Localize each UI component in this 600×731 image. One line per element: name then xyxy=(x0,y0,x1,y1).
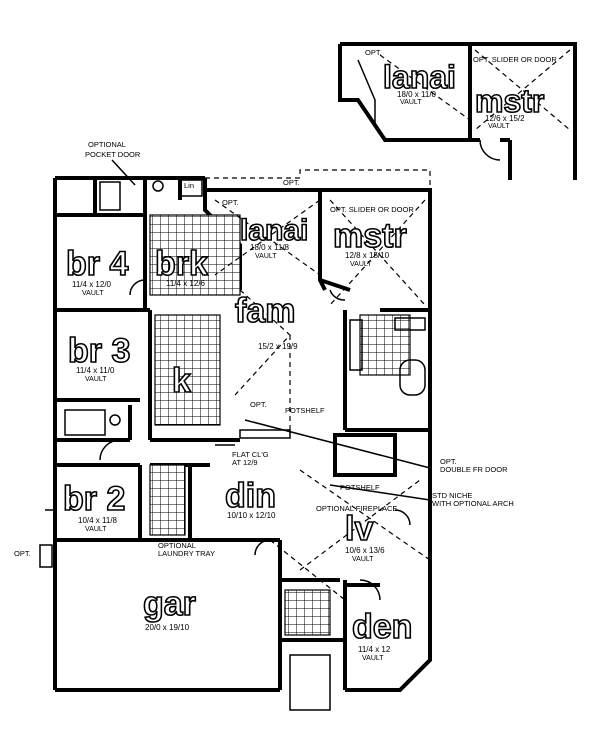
br3-vault: VAULT xyxy=(85,376,107,383)
gar-dim: 20/0 x 19/10 xyxy=(145,623,190,632)
br2-dim: 10/4 x 11/8 xyxy=(78,516,118,525)
potshelf-note-1: POTSHELF xyxy=(285,406,325,415)
br2-label: br 2 xyxy=(63,480,125,518)
niche-note-1: STD NICHE xyxy=(432,491,472,500)
gar-label: gar xyxy=(143,585,196,623)
mstr-label: mstr xyxy=(333,217,407,255)
fam-dim: 15/2 x 19/9 xyxy=(258,342,298,351)
double-door-note-1: OPT. xyxy=(440,457,457,466)
inset-mstr-vault: VAULT xyxy=(488,123,510,130)
opt-top-note: OPT. xyxy=(283,178,300,187)
fireplace-note: OPTIONAL FIREPLACE xyxy=(316,504,397,513)
inset-plan xyxy=(338,42,577,180)
br2-vault: VAULT xyxy=(85,526,107,533)
inset-lanai-dim: 18/0 x 11/0 xyxy=(397,90,437,99)
fam-label: fam xyxy=(235,292,295,330)
inset-lanai-vault: VAULT xyxy=(400,99,422,106)
den-label: den xyxy=(352,608,412,646)
potshelf-note-2: POTSHELF xyxy=(340,483,380,492)
flat-ceiling-note-2: AT 12/9 xyxy=(232,458,258,467)
lv-vault: VAULT xyxy=(352,556,374,563)
din-label: din xyxy=(225,477,276,515)
lanai-vault: VAULT xyxy=(255,253,277,260)
mstr-vault: VAULT xyxy=(350,261,372,268)
k-label: k xyxy=(172,362,191,400)
opt-garage-note: OPT. xyxy=(14,549,31,558)
pocket-door-note-2: POCKET DOOR xyxy=(85,150,141,159)
brk-label: brk xyxy=(155,245,208,283)
den-dim: 11/4 x 12 xyxy=(358,645,391,654)
linen-note: Lin xyxy=(184,181,194,190)
pocket-door-note-1: OPTIONAL xyxy=(88,140,126,149)
opt-lanai-note: OPT. xyxy=(222,198,239,207)
slider-note: OPT. SLIDER OR DOOR xyxy=(330,205,414,214)
inset-mstr-dim: 12/6 x 15/2 xyxy=(485,114,525,123)
doors-fixtures xyxy=(39,179,431,711)
den-vault: VAULT xyxy=(362,655,384,662)
brk-dim: 11/4 x 12/6 xyxy=(166,279,206,288)
flat-ceiling-note-1: FLAT CL'G xyxy=(232,450,269,459)
inset-opt-note: OPT. xyxy=(365,48,382,57)
lv-label: lv xyxy=(345,510,373,548)
laundry-note-2: LAUNDRY TRAY xyxy=(158,549,215,558)
double-door-note-2: DOUBLE FR DOOR xyxy=(440,465,508,474)
lv-dim: 10/6 x 13/6 xyxy=(345,546,385,555)
mstr-dim: 12/8 x 15/10 xyxy=(345,251,390,260)
lanai-label: lanai xyxy=(240,214,308,247)
br4-vault: VAULT xyxy=(82,290,104,297)
overhead-lines xyxy=(205,169,431,601)
inset-slider-note: OPT. SLIDER OR DOOR xyxy=(473,55,557,64)
br3-label: br 3 xyxy=(68,332,130,370)
inset-mstr-label: mstr xyxy=(475,83,544,119)
din-dim: 10/10 x 12/10 xyxy=(227,511,276,520)
br4-label: br 4 xyxy=(66,245,128,283)
laundry-note-1: OPTIONAL xyxy=(158,541,196,550)
lanai-dim: 18/0 x 11/8 xyxy=(250,243,290,252)
niche-note-2: WITH OPTIONAL ARCH xyxy=(432,499,514,508)
br4-dim: 11/4 x 12/0 xyxy=(72,280,112,289)
opt-kitchen-note: OPT. xyxy=(250,400,267,409)
br3-dim: 11/4 x 11/0 xyxy=(76,366,115,375)
inset-lanai-label: lanai xyxy=(383,59,456,95)
